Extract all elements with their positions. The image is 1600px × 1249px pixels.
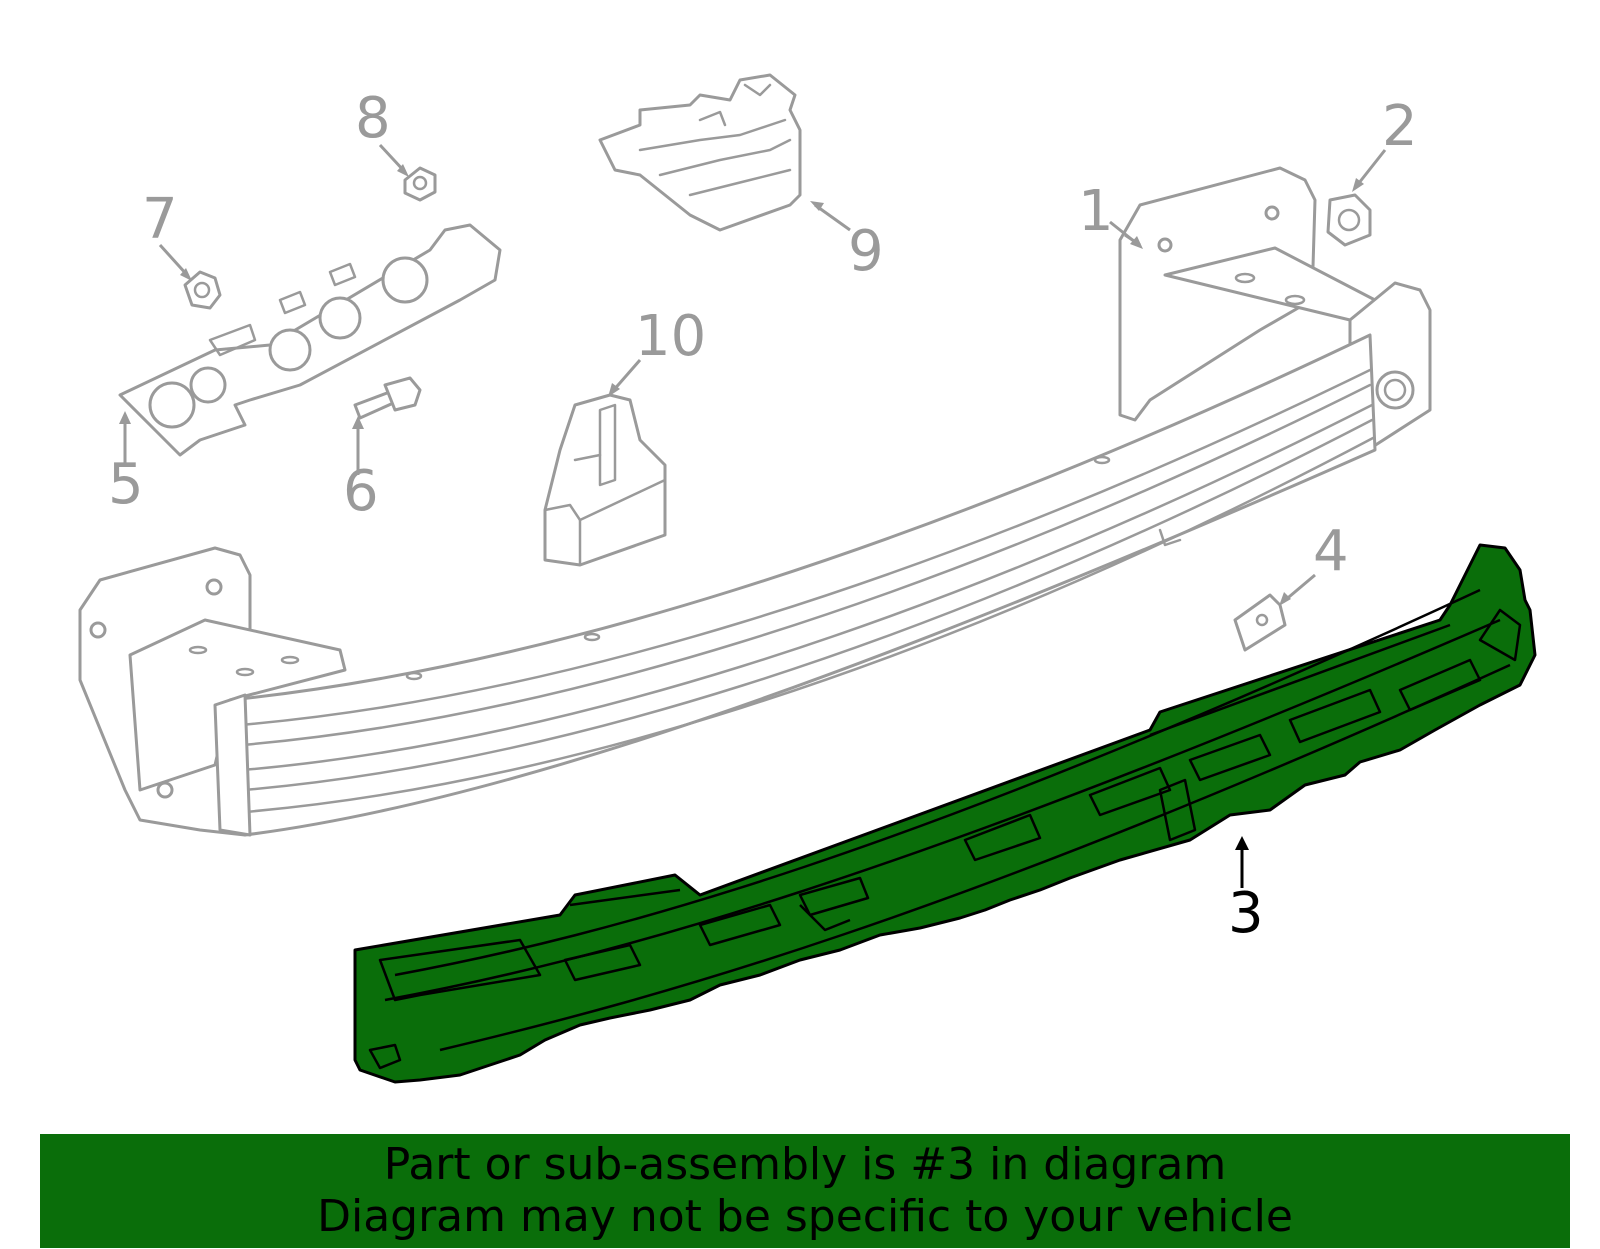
callout-6: 6 — [343, 459, 379, 524]
part-6-bolt — [353, 376, 422, 420]
leader-7-arrow — [180, 268, 192, 281]
part-3-energy-absorber — [353, 543, 1537, 1084]
part-10-bracket — [543, 393, 667, 567]
part-2-nut — [1326, 193, 1372, 247]
callout-8: 8 — [355, 86, 391, 151]
leader-9-arrow — [810, 201, 824, 211]
leader-3-arrow — [1235, 836, 1249, 850]
callout-2: 2 — [1382, 94, 1418, 159]
callout-4: 4 — [1313, 519, 1349, 584]
part-info-banner: Part or sub-assembly is #3 in diagram Di… — [40, 1134, 1570, 1248]
callout-7: 7 — [142, 187, 178, 252]
banner-line-part-number: Part or sub-assembly is #3 in diagram — [383, 1139, 1227, 1190]
leader-9 — [814, 203, 851, 232]
leader-5-arrow — [119, 411, 131, 424]
part-1-reinforcement-beam — [78, 166, 1432, 837]
part-7-nut — [183, 270, 222, 310]
part-4-clip — [1233, 593, 1287, 652]
leader-10-arrow — [608, 383, 620, 397]
leader-lines — [119, 143, 1387, 888]
callout-5: 5 — [108, 452, 144, 517]
callout-10: 10 — [635, 304, 706, 369]
leader-6-arrow — [352, 416, 364, 429]
leader-7 — [158, 243, 190, 278]
leader-1-arrow — [1130, 236, 1143, 249]
part-8-push-pin — [403, 166, 437, 202]
part-5-bracket — [118, 223, 502, 457]
part-9-sensor-bracket — [598, 73, 802, 232]
callout-3: 3 — [1228, 881, 1264, 946]
callout-9: 9 — [848, 219, 884, 284]
leader-4-arrow — [1279, 592, 1291, 606]
callout-1: 1 — [1078, 179, 1114, 244]
leader-2-arrow — [1352, 178, 1364, 192]
banner-line-disclaimer: Diagram may not be specific to your vehi… — [317, 1191, 1293, 1242]
leader-8-arrow — [397, 164, 409, 177]
